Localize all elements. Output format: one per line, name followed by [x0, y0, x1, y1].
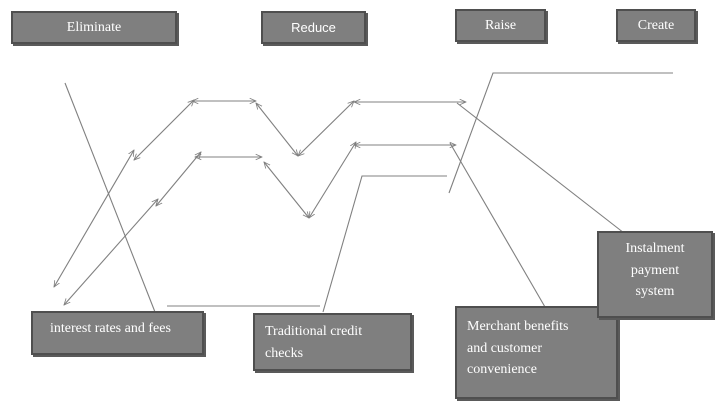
credit-checks-label: Traditional credit checks — [265, 324, 363, 361]
create-header: Create — [616, 9, 696, 42]
reduce-riser — [322, 175, 447, 313]
raise-riser — [448, 72, 673, 194]
raise-header: Raise — [455, 9, 546, 42]
interest-rates-label: interest rates and fees — [50, 321, 171, 336]
arrow-lower-4 — [264, 162, 309, 218]
eliminate-line — [64, 82, 156, 313]
eliminate-header: Eliminate — [11, 11, 177, 44]
arrow-upper-5 — [298, 101, 354, 156]
interest-rates-box: interest rates and fees — [31, 311, 204, 355]
reduce-header-label: Reduce — [291, 20, 336, 35]
arrow-upper-2 — [134, 100, 194, 160]
raise-header-label: Raise — [484, 17, 517, 33]
arrow-lower-2 — [156, 152, 201, 206]
merchant-benefits-box: Merchant benefits and customer convenien… — [455, 306, 618, 399]
merchant-benefits-label: Merchant benefits and customer convenien… — [467, 319, 569, 378]
create-header-label: Create — [637, 17, 675, 33]
arrow-upper-1 — [54, 150, 134, 287]
credit-checks-box: Traditional credit checks — [253, 313, 412, 371]
arrow-lower-1 — [64, 199, 158, 305]
instalment-label: Instalment payment system — [625, 241, 685, 300]
arrow-upper-4 — [256, 103, 298, 156]
merchant-diagonal — [449, 142, 546, 308]
create-diagonal — [456, 102, 625, 234]
instalment-box: Instalment payment system — [597, 231, 713, 318]
eliminate-header-label: Eliminate — [66, 19, 122, 35]
reduce-header: Reduce — [261, 11, 366, 44]
arrow-lower-5 — [309, 142, 356, 218]
